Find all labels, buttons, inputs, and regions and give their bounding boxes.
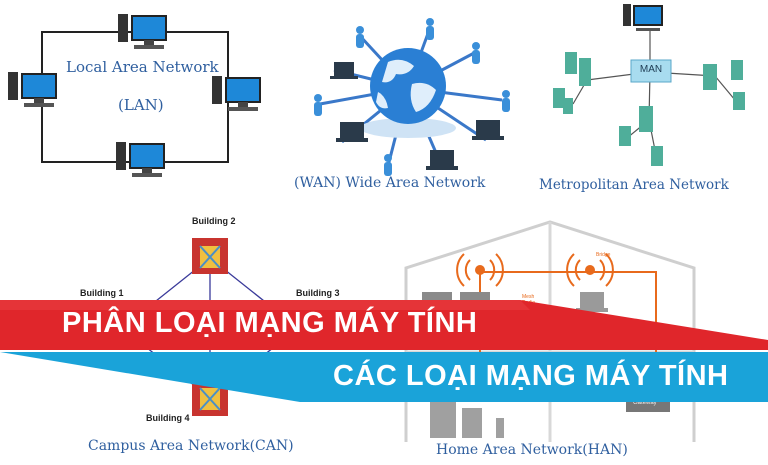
man-hub (630, 59, 672, 83)
computer-icon (116, 142, 165, 177)
banner-primary-shape (0, 300, 768, 350)
banner-secondary-text: CÁC LOẠI MẠNG MÁY TÍNH (333, 360, 729, 392)
person-icon (384, 154, 392, 176)
banner-secondary-shape (0, 352, 768, 402)
person-icon (426, 18, 434, 40)
han-gateway-label: Gateway (633, 400, 657, 406)
laptop-icon (330, 62, 358, 79)
person-icon (314, 94, 322, 116)
laptop-icon (576, 292, 608, 312)
building-icon (619, 106, 663, 166)
person-icon (356, 26, 364, 48)
wifi-icon (566, 253, 614, 287)
person-icon (502, 90, 510, 112)
man-caption: Metropolitan Area Network (539, 177, 729, 193)
wan-panel: (WAN) Wide Area Network (280, 0, 530, 200)
wan-caption: (WAN) Wide Area Network (294, 175, 486, 191)
wifi-icon (456, 253, 504, 287)
han-bridge-label: Bridge (596, 252, 611, 258)
building-2-label: Building 2 (192, 216, 236, 226)
building-3-label: Building 3 (296, 288, 340, 298)
han-caption: Home Area Network(HAN) (436, 442, 628, 458)
man-panel: MAN Metropolitan Area Network (535, 0, 768, 200)
building-icon (192, 238, 228, 274)
computer-icon (118, 14, 167, 49)
building-1-label: Building 1 (80, 288, 124, 298)
lan-panel: Local Area Network (LAN) (0, 0, 270, 200)
man-diagram (553, 4, 745, 166)
appliance-icon (430, 402, 504, 438)
building-icon (703, 60, 745, 110)
person-icon (472, 42, 480, 64)
lan-title: Local Area Network (66, 58, 219, 76)
building-icon (553, 52, 591, 114)
laptop-icon (426, 150, 458, 170)
can-caption: Campus Area Network(CAN) (88, 438, 294, 454)
banner-primary-text: PHÂN LOẠI MẠNG MÁY TÍNH (62, 307, 478, 339)
laptop-icon (336, 122, 368, 142)
lan-diagram (8, 14, 261, 177)
computer-icon (212, 76, 261, 111)
lan-subtitle: (LAN) (118, 96, 164, 114)
man-hub-label: MAN (639, 64, 663, 75)
building-4-label: Building 4 (146, 413, 190, 423)
laptop-icon (472, 120, 504, 140)
wan-diagram (314, 18, 510, 176)
computer-icon (623, 4, 663, 31)
computer-icon (8, 72, 57, 107)
globe-icon (370, 48, 446, 124)
